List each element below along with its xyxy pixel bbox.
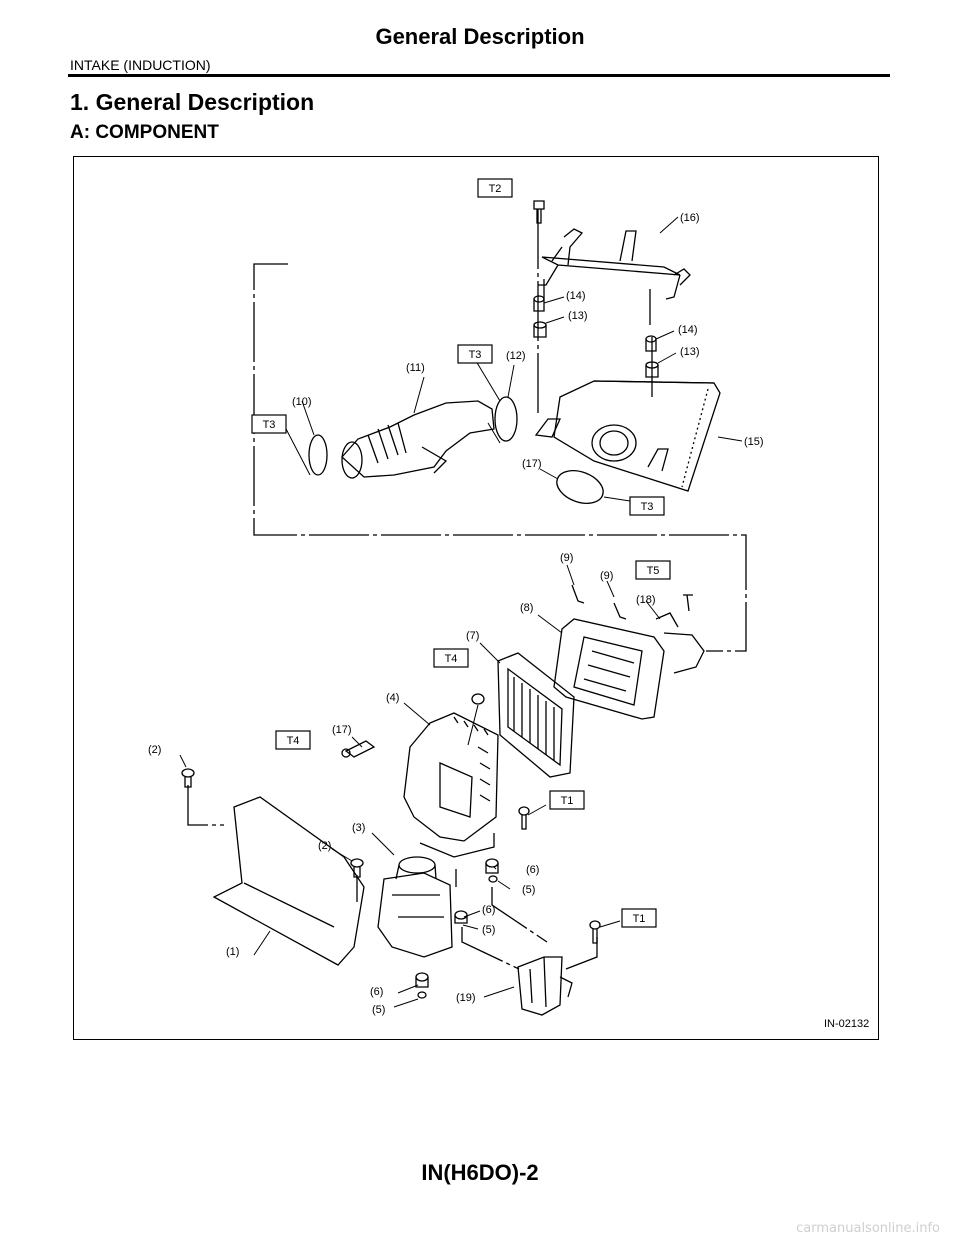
callout-14-a: (14): [566, 290, 586, 302]
callout-6-c: (6): [370, 986, 383, 998]
callout-16: (16): [680, 212, 700, 224]
resonator-cover-illustration: [212, 796, 365, 966]
callout-9-a: (9): [560, 552, 573, 564]
air-intake-duct-illustration: [534, 380, 721, 492]
callout-6-a: (6): [526, 864, 539, 876]
resonator-chamber-illustration: [377, 856, 453, 958]
svg-text:T5: T5: [647, 565, 660, 577]
exploded-view-illustration: T2 T3 T3 T3 T5 T4 T4 T1 T1 (1) (2) (2) (…: [148, 178, 869, 1030]
callout-3: (3): [352, 822, 365, 834]
callout-5-a: (5): [522, 884, 535, 896]
callout-4: (4): [386, 692, 399, 704]
callout-18: (18): [636, 594, 656, 606]
torque-box-t4-lower: T4: [275, 730, 311, 750]
figure-id: IN-02132: [824, 1018, 869, 1030]
callout-19: (19): [456, 992, 476, 1004]
callout-10: (10): [292, 396, 312, 408]
svg-text:T4: T4: [287, 735, 300, 747]
callout-17-b: (17): [332, 724, 352, 736]
callout-14-b: (14): [678, 324, 698, 336]
header-divider: [68, 74, 890, 77]
svg-text:T3: T3: [641, 501, 654, 513]
callout-1: (1): [226, 946, 239, 958]
callout-2-lower: (2): [318, 840, 331, 852]
callout-5-b: (5): [482, 924, 495, 936]
component-diagram: T2 T3 T3 T3 T5 T4 T4 T1 T1 (1) (2) (2) (…: [73, 156, 879, 1040]
subsection-heading: A: COMPONENT: [70, 122, 219, 143]
torque-box-t3-duct: T3: [629, 496, 665, 516]
callout-15: (15): [744, 436, 764, 448]
page-header-title: General Description: [375, 24, 585, 49]
svg-text:T1: T1: [561, 795, 574, 807]
torque-box-t5: T5: [635, 560, 671, 580]
page-footer-code: IN(H6DO)-2: [421, 1160, 539, 1185]
callout-11: (11): [406, 362, 425, 374]
callout-13-b: (13): [680, 346, 700, 358]
torque-box-t1-upper: T1: [549, 790, 585, 810]
torque-box-t1-lower: T1: [621, 908, 657, 928]
callout-13-a: (13): [568, 310, 588, 322]
intake-hose-illustration: [341, 400, 495, 479]
assembly-connector-lines: [187, 209, 747, 970]
grommet-illustrations: [533, 295, 659, 378]
svg-text:T2: T2: [489, 183, 502, 195]
callout-7: (7): [466, 630, 479, 642]
torque-box-t2: T2: [477, 178, 513, 198]
svg-text:T4: T4: [445, 653, 458, 665]
callout-17-a: (17): [522, 458, 542, 470]
page-header-section: INTAKE (INDUCTION): [70, 57, 211, 73]
callout-2-upper: (2): [148, 744, 161, 756]
section-heading: 1. General Description: [70, 89, 315, 115]
part-callouts: (1) (2) (2) (3) (4) (5) (5) (5) (6) (6) …: [148, 212, 764, 1016]
torque-box-t3-clamp: T3: [251, 414, 287, 434]
hose-clamp-illustrations: [308, 396, 604, 504]
torque-spec-boxes: T2 T3 T3 T3 T5 T4 T4 T1 T1: [251, 178, 671, 928]
svg-text:T3: T3: [469, 349, 482, 361]
torque-box-t3-hose: T3: [457, 344, 493, 364]
watermark: carmanualsonline.info: [796, 1221, 940, 1236]
callout-5-c: (5): [372, 1004, 385, 1016]
torque-box-t4-upper: T4: [433, 648, 469, 668]
callout-12: (12): [506, 350, 526, 362]
upper-bracket-illustration: [538, 228, 691, 325]
callout-leader-lines: [179, 216, 743, 1008]
callout-8: (8): [520, 602, 533, 614]
fasteners-illustration: [181, 584, 693, 999]
callout-9-b: (9): [600, 570, 613, 582]
callout-6-b: (6): [482, 904, 495, 916]
air-cleaner-upper-case-illustration: [553, 612, 705, 720]
lower-bracket-illustration: [517, 956, 573, 1016]
air-cleaner-lower-case-illustration: [403, 712, 499, 858]
bolt-t2-illustration: [533, 200, 545, 224]
air-filter-element-illustration: [497, 652, 575, 778]
svg-text:T3: T3: [263, 419, 276, 431]
svg-text:T1: T1: [633, 913, 646, 925]
